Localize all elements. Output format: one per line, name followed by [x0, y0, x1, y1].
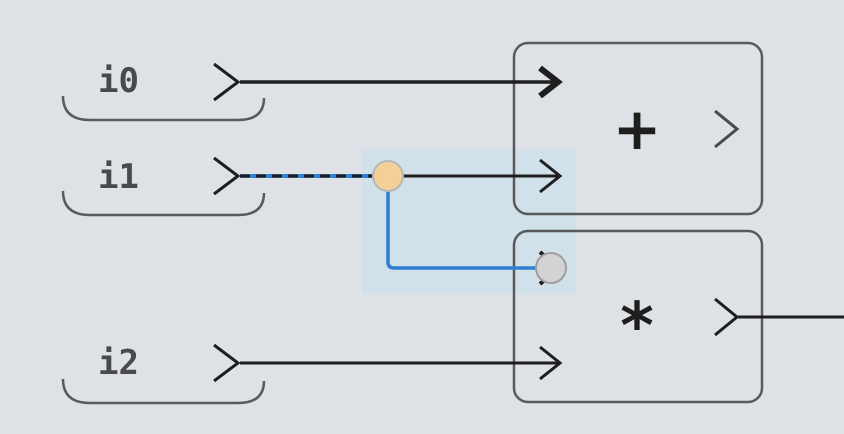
wire-i2-to-multiply[interactable]	[240, 345, 563, 381]
input-label-i1: i1	[98, 157, 139, 197]
input-label-i0: i0	[98, 61, 139, 101]
output-port-i0[interactable]	[213, 62, 241, 102]
wire-source-handle[interactable]	[372, 160, 404, 192]
operator-symbol-multiply: *	[620, 290, 653, 364]
output-port-i1[interactable]	[213, 156, 241, 196]
operator-symbol-add: +	[613, 95, 662, 163]
input-port-add-b[interactable]	[539, 158, 563, 194]
wire-i1-to-add[interactable]	[240, 158, 563, 194]
output-port-add[interactable]	[714, 109, 740, 149]
input-node-i1[interactable]: i1	[61, 156, 266, 217]
input-port-add-a[interactable]	[538, 65, 563, 99]
input-node-i2[interactable]: i2	[61, 343, 266, 405]
input-port-multiply-b[interactable]	[539, 345, 563, 381]
wire-target-handle[interactable]	[535, 252, 567, 284]
input-label-i2: i2	[98, 343, 139, 383]
operator-node-add[interactable]: +	[512, 41, 764, 216]
wire-i0-to-add[interactable]	[240, 65, 563, 99]
output-port-multiply[interactable]	[714, 297, 740, 337]
input-node-i0[interactable]: i0	[61, 61, 266, 122]
output-port-i2[interactable]	[213, 343, 241, 383]
